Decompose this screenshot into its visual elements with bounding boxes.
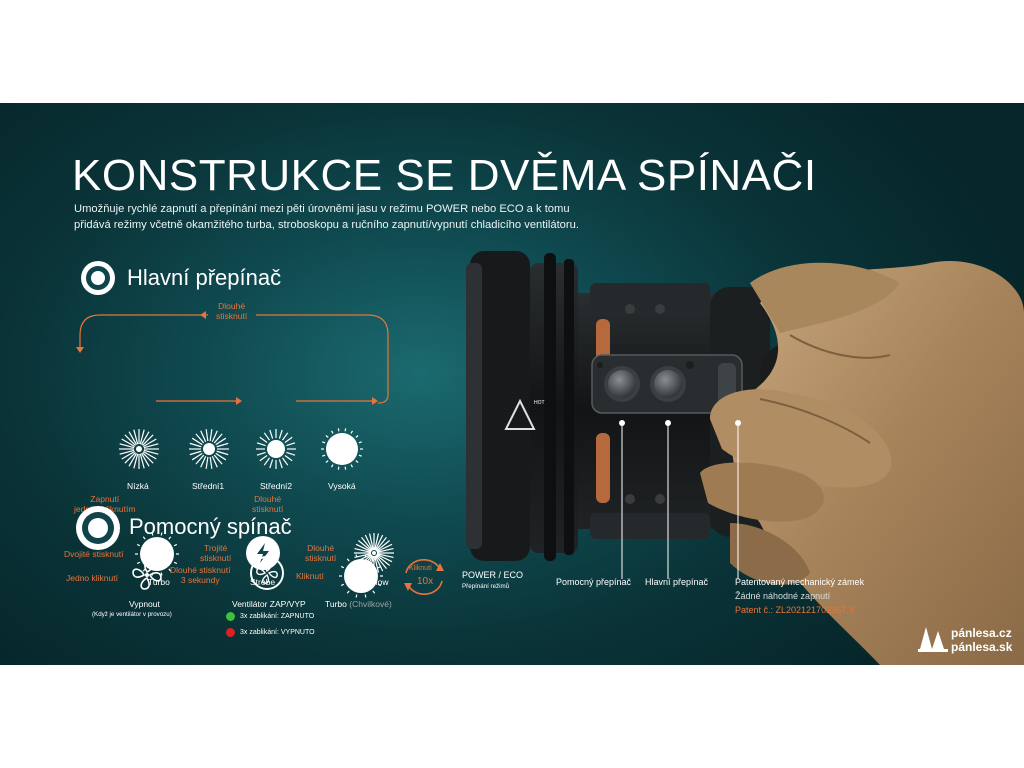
infographic-banner: KONSTRUKCE SE DVĚMA SPÍNAČI Umožňuje ryc…: [0, 103, 1024, 665]
intro-text: Umožňuje rychlé zapnutí a přepínání mezi…: [74, 203, 579, 231]
turbo-icon: [135, 532, 179, 576]
callout-lock: Patentovaný mechanický zámek: [735, 577, 865, 587]
aux-turbo-label: Turbo (Chvilkové): [325, 599, 392, 609]
aux-turbo-icon: [339, 554, 383, 598]
level-medium1: Střední1: [192, 481, 225, 491]
mode-switch-cycle-icon: [404, 559, 444, 595]
main-switch-heading: Hlavní přepínač: [127, 265, 282, 290]
double-press-label: Dvojité stisknutí: [64, 549, 124, 559]
brand-sk: pánlesa.sk: [951, 640, 1013, 654]
flashlight-illustration: [466, 251, 1024, 665]
aux-long-press-3s: Dlouhé stisknutí 3 sekundy: [170, 565, 231, 585]
fan-off-indicator: [226, 628, 235, 637]
brightness-high-icon: [321, 428, 363, 470]
main-long-press-top: Dlouhé stisknutí: [216, 301, 248, 321]
brightness-medium2-icon: [256, 429, 296, 469]
level-low: Nízká: [127, 481, 149, 491]
fan-off-flash-label: 3x zablikání: VYPNUTO: [240, 629, 315, 636]
fan-off-note: (Když je ventilátor v provozu): [92, 611, 172, 618]
power-eco-note: Přepínání režimů: [462, 583, 510, 590]
aux-turbo-note: (Chvilkové): [349, 599, 392, 609]
aux-single-click: Jedno kliknutí: [66, 573, 118, 583]
brightness-medium1-icon: [189, 429, 229, 469]
callout-patent: Patent č.: ZL202121702367.X: [735, 605, 855, 615]
aux-click: Kliknutí: [296, 571, 324, 581]
callout-lines: [619, 420, 741, 579]
level-high: Vysoká: [328, 481, 356, 491]
mode-cycle-arrows: [76, 311, 389, 405]
aux-switch-icon: [76, 506, 120, 550]
aux-click-10-count: 10x: [417, 576, 434, 587]
device-mark: HOT: [534, 400, 545, 406]
power-eco-label: POWER / ECO: [462, 570, 524, 580]
brand-cz: pánlesa.cz: [951, 626, 1012, 640]
aux-click-10-label: Kliknutí: [409, 565, 432, 572]
fan-on-indicator: [226, 612, 235, 621]
low-long-press-label: Dlouhé stisknutí: [305, 543, 337, 563]
main-switch-icon: [81, 261, 115, 295]
level-medium2: Střední2: [260, 481, 293, 491]
fan-off-label: Vypnout: [129, 599, 160, 609]
aux-switch-heading: Pomocný spínač: [129, 514, 292, 539]
fan-off-icon: [132, 560, 162, 590]
aux-turbo-text: Turbo: [325, 599, 347, 609]
page-title: KONSTRUKCE SE DVĚMA SPÍNAČI: [72, 151, 817, 200]
callout-lock-note: Žádné náhodné zapnutí: [735, 591, 831, 601]
callout-aux-switch: Pomocný přepínač: [556, 577, 632, 587]
brightness-low-icon: [119, 429, 159, 469]
main-long-press-mid: Dlouhé stisknutí: [252, 494, 284, 514]
tree-logo-icon: [918, 627, 948, 652]
fan-on-label: 3x zablikání: ZAPNUTO: [240, 613, 315, 620]
callout-main-switch: Hlavní přepínač: [645, 577, 709, 587]
fan-toggle-label: Ventilátor ZAP/VYP: [232, 599, 306, 609]
turbo-label: Turbo: [148, 577, 170, 587]
fan-toggle-icon: [250, 556, 284, 590]
triple-press-label: Trojité stisknutí: [200, 543, 232, 563]
